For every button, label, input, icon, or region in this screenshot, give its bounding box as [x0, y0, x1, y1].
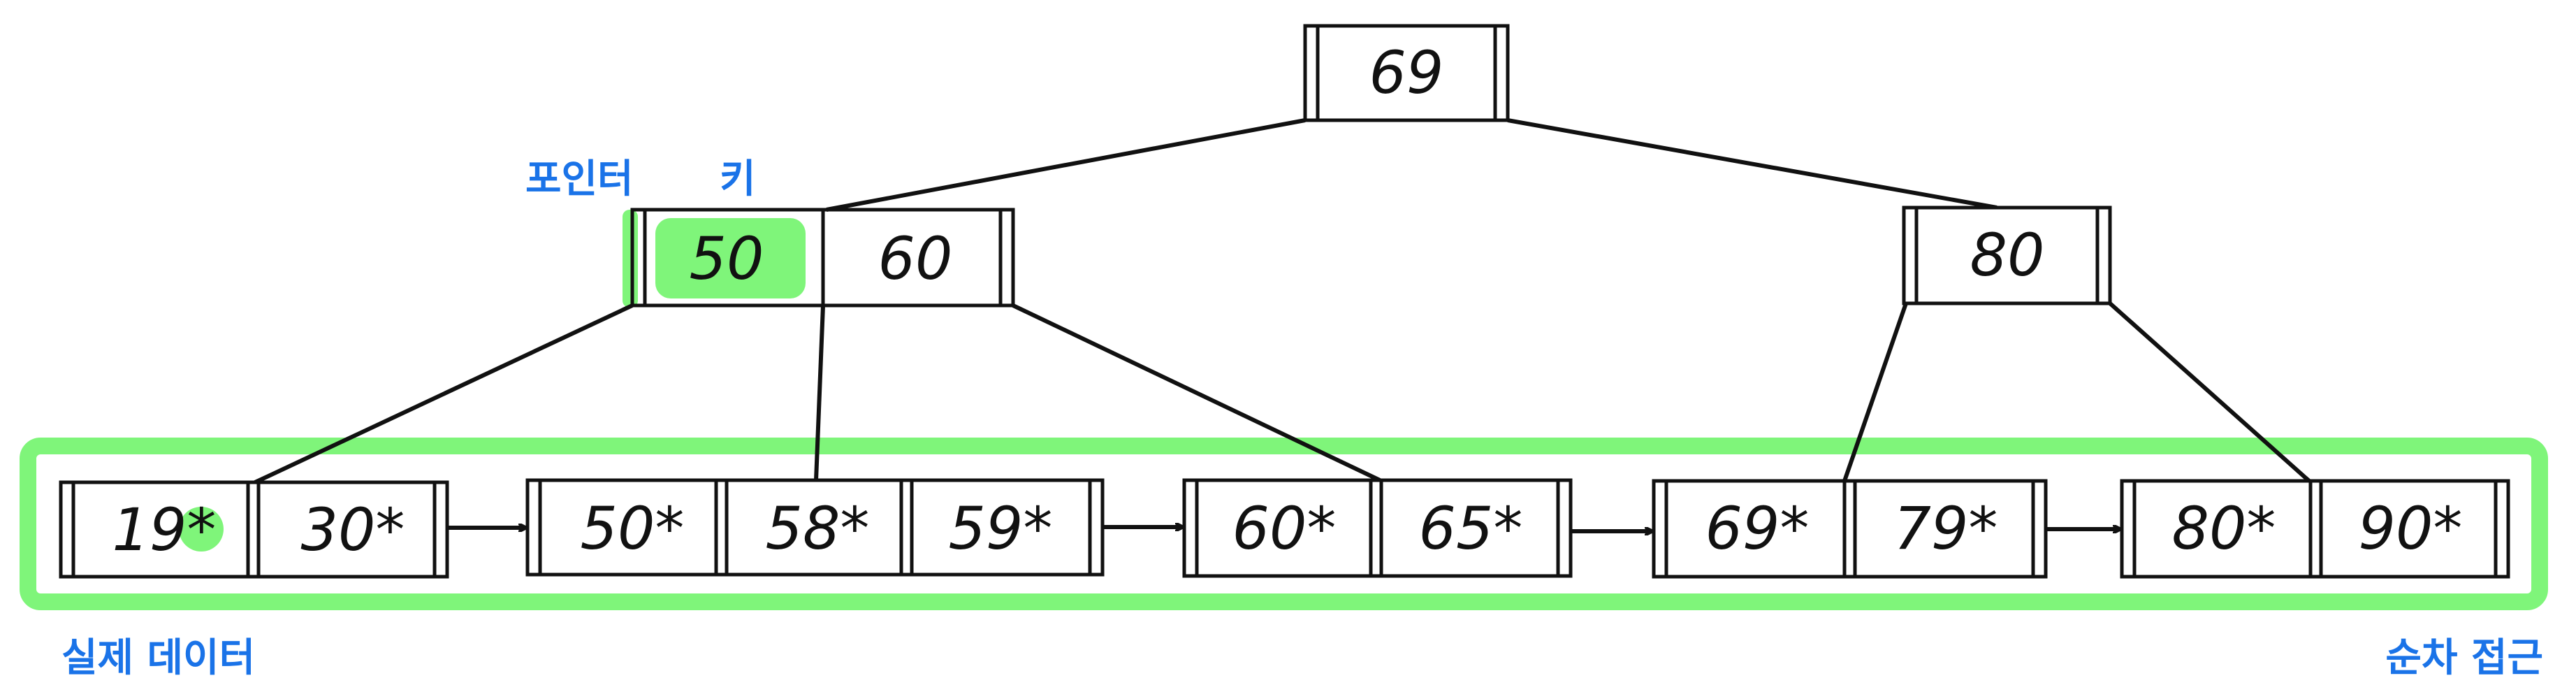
- actual-data-label: 실제 데이터: [61, 635, 255, 681]
- internal-key: 60: [878, 224, 953, 293]
- edge-inner-right-to-leaf3: [1012, 303, 1381, 482]
- leaf-key: 50*: [581, 494, 685, 563]
- internal-key: 50: [690, 224, 764, 293]
- key-highlight: [655, 218, 806, 298]
- leaf-node: 80* 90*: [2120, 479, 2510, 579]
- leaf-key: 19*: [112, 496, 217, 564]
- leaf-links: [447, 527, 2120, 531]
- edge-inner-mid-to-leaf2: [814, 305, 825, 481]
- leaf-key: 80*: [2172, 494, 2276, 563]
- leaf-key: 58*: [766, 494, 870, 563]
- internal-key: 80: [1970, 221, 2045, 289]
- leaf-key: 69*: [1705, 494, 1810, 563]
- leaf-key: 59*: [949, 494, 1053, 563]
- leaf-key: 30*: [301, 496, 405, 564]
- leaf-level-highlight: [20, 438, 2548, 610]
- edge-root-right: [1507, 118, 1998, 210]
- record-highlight: [179, 507, 224, 552]
- internal-node-right: 80: [1902, 206, 2112, 305]
- key-label: 키: [720, 157, 756, 202]
- leaf-key: 79*: [1894, 494, 1998, 563]
- sequential-access-label: 순차 접근: [2385, 635, 2543, 681]
- edge-inner2-left-to-leaf4: [1842, 303, 1908, 482]
- leaf-node: 69* 79*: [1652, 479, 2048, 579]
- internal-node-left: 50 60: [630, 208, 1015, 308]
- leaf-node: 50* 58* 59*: [525, 478, 1105, 577]
- pointer-label: 포인터: [525, 157, 634, 202]
- edge-inner2-right-to-leaf5: [2109, 301, 2311, 483]
- leaf-key: 90*: [2359, 494, 2463, 563]
- leaf-node: 19* 30*: [59, 480, 449, 579]
- leaf-node: 60* 65*: [1182, 478, 1573, 578]
- root-node: 69: [1303, 24, 1510, 122]
- edge-inner-left-to-leaf1: [254, 303, 634, 484]
- tree-edges: [254, 118, 2311, 484]
- edge-root-left: [826, 118, 1306, 212]
- pointer-highlight: [623, 210, 638, 308]
- leaf-key: 60*: [1232, 494, 1337, 563]
- leaf-key: 65*: [1419, 494, 1523, 563]
- root-key: 69: [1369, 38, 1444, 107]
